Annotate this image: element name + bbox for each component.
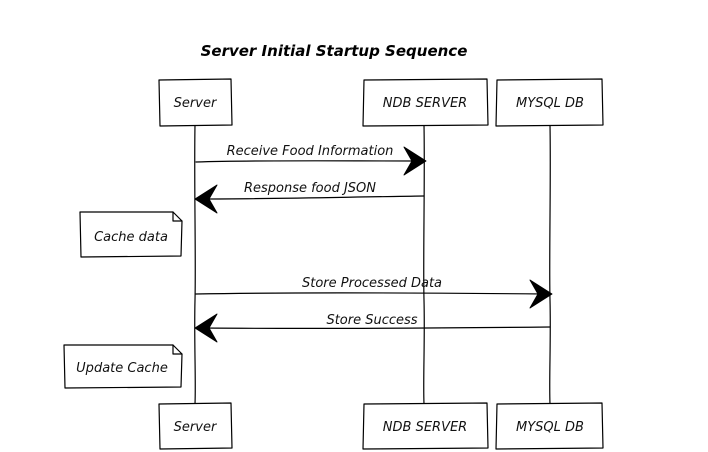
lifeline-server [194,124,196,405]
message-label: Store Processed Data [302,276,442,291]
message-store-processed-data: Store Processed Data [195,276,553,309]
message-receive-food-information: Receive Food Information [195,144,427,176]
message-store-success: Store Success [194,313,551,343]
participant-label: MYSQL DB [516,96,584,111]
message-label: Receive Food Information [227,144,394,159]
participant-mysql-db-top: MYSQL DB [495,78,604,127]
diagram-title: Server Initial Startup Sequence [201,42,468,60]
participant-label: NDB SERVER [383,420,467,435]
participant-mysql-db-bottom: MYSQL DB [495,402,604,450]
note-label: Update Cache [76,361,168,376]
lifelines [194,124,551,405]
note-label: Cache data [94,230,168,245]
participant-ndb-server-top: NDB SERVER [362,78,489,127]
participant-ndb-server-bottom: NDB SERVER [362,402,489,450]
participant-label: NDB SERVER [383,96,467,111]
message-response-food-json: Response food JSON [194,181,425,214]
participant-server-bottom: Server [158,402,233,450]
lifeline-ndb-server [423,124,425,405]
participant-label: MYSQL DB [516,420,584,435]
participant-label: Server [174,420,218,435]
lifeline-mysql-db [549,124,551,405]
message-label: Store Success [326,313,417,328]
note-update-cache: Update Cache [63,344,183,389]
note-cache-data: Cache data [79,211,183,258]
participant-server-top: Server [158,78,233,127]
participant-label: Server [174,96,218,111]
message-label: Response food JSON [244,181,376,196]
